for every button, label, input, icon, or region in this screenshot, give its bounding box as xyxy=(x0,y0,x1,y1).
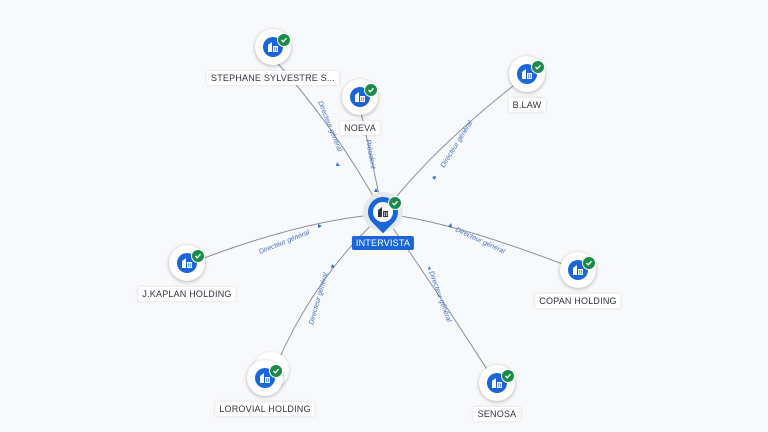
verified-check-icon xyxy=(501,369,515,383)
edge-label-noeva: Président xyxy=(364,139,376,170)
edge-arrow-blaw xyxy=(432,176,436,180)
node-label[interactable]: J.KAPLAN HOLDING xyxy=(138,287,236,301)
verified-check-icon xyxy=(191,249,205,263)
edge-arrow-jkaplan xyxy=(318,224,322,228)
verified-check-icon xyxy=(269,364,283,378)
node-label[interactable]: SENOSA xyxy=(473,407,521,421)
verified-check-icon xyxy=(364,83,378,97)
edge-arrow-copan xyxy=(448,223,452,227)
edge-label-senosa: Directeur général xyxy=(427,270,452,323)
edge-label-jkaplan: Directeur général xyxy=(258,229,311,256)
verified-check-icon xyxy=(531,60,545,74)
node-label[interactable]: LOROVIAL HOLDING xyxy=(215,402,315,416)
edge-arrow-senosa xyxy=(428,266,431,270)
edge-label-stephane: Directeur général xyxy=(316,100,343,153)
center-label[interactable]: INTERVISTA xyxy=(351,236,415,250)
node-label[interactable]: COPAN HOLDING xyxy=(535,294,621,308)
building-icon xyxy=(373,202,393,222)
node-label[interactable]: NOEVA xyxy=(340,121,380,135)
edge-jkaplan xyxy=(185,213,384,266)
node-label[interactable]: B.LAW xyxy=(508,98,546,112)
edge-senosa xyxy=(382,213,498,386)
node-label[interactable]: STEPHANE SYLVESTRE S... xyxy=(207,71,339,85)
edge-arrow-lorovial xyxy=(331,264,335,268)
edge-arrow-noeva xyxy=(374,188,378,192)
verified-check-icon xyxy=(582,256,596,270)
edge-arrow-stephane xyxy=(336,162,340,166)
verified-check-icon xyxy=(388,196,402,210)
verified-check-icon xyxy=(277,33,291,47)
